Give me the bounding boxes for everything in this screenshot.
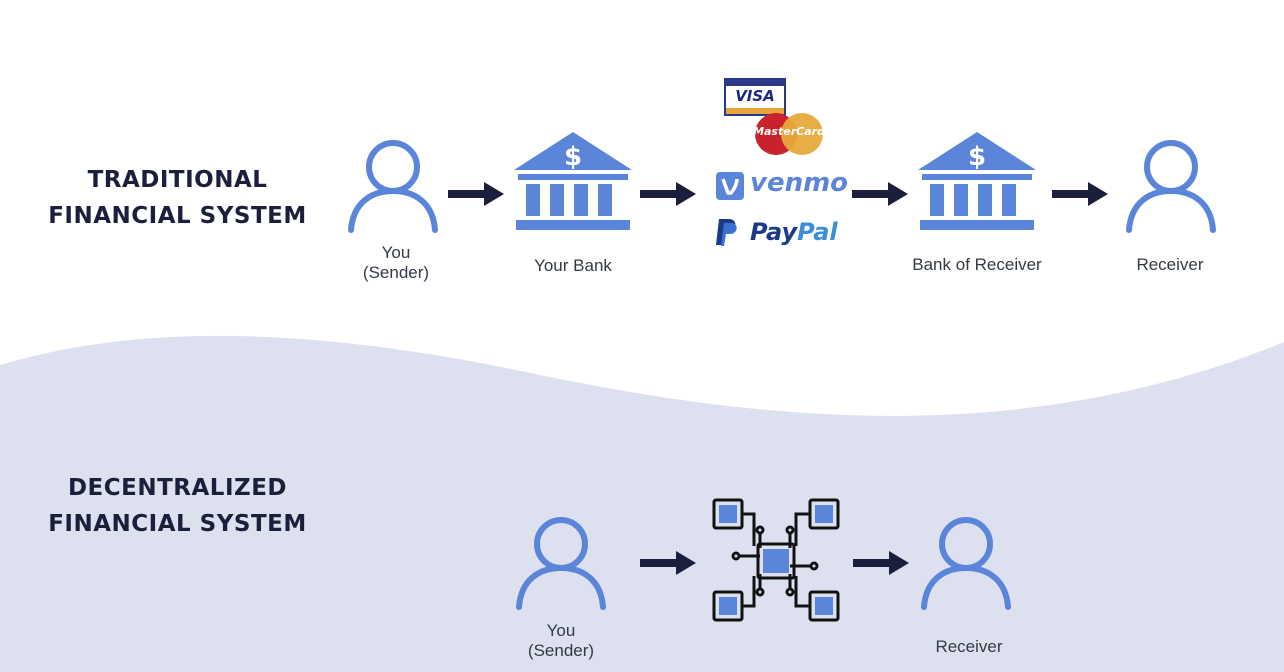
arrow-right-icon <box>448 182 504 206</box>
svg-text:$: $ <box>564 142 582 172</box>
paypal-logo-icon <box>716 219 737 246</box>
arrow-right-icon <box>640 551 696 575</box>
sender-person-icon <box>348 140 438 233</box>
sender-label: You (Sender) <box>362 243 430 282</box>
bank-of-receiver-label: Bank of Receiver <box>912 255 1042 274</box>
arrow-right-icon <box>852 182 908 206</box>
paypal-text: PayPal <box>750 218 838 246</box>
visa-card-icon: VISA <box>724 78 786 116</box>
receiver-label: Receiver <box>1136 255 1204 274</box>
decentralized-heading: DECENTRALIZED FINANCIAL SYSTEM <box>48 475 307 537</box>
arrow-right-icon <box>640 182 696 206</box>
mastercard-text: MasterCard <box>753 125 825 138</box>
decentralized-receiver-person-icon <box>921 517 1011 610</box>
venmo-logo-icon <box>716 172 744 200</box>
decentralized-sender-label: You (Sender) <box>527 621 595 660</box>
arrow-right-icon <box>1052 182 1108 206</box>
arrow-right-icon <box>853 551 909 575</box>
decentralized-receiver-label: Receiver <box>935 637 1003 656</box>
traditional-heading: TRADITIONAL FINANCIAL SYSTEM <box>48 167 307 229</box>
your-bank-icon: $ <box>514 132 632 230</box>
venmo-text: venmo <box>750 168 849 198</box>
decentralized-sender-person-icon <box>516 517 606 610</box>
svg-text:$: $ <box>968 142 986 172</box>
your-bank-label: Your Bank <box>534 256 612 275</box>
mastercard-logo-icon <box>755 113 823 155</box>
blockchain-network-icon <box>712 498 840 622</box>
receiver-person-icon <box>1126 140 1216 233</box>
receiver-bank-icon: $ <box>918 132 1036 230</box>
